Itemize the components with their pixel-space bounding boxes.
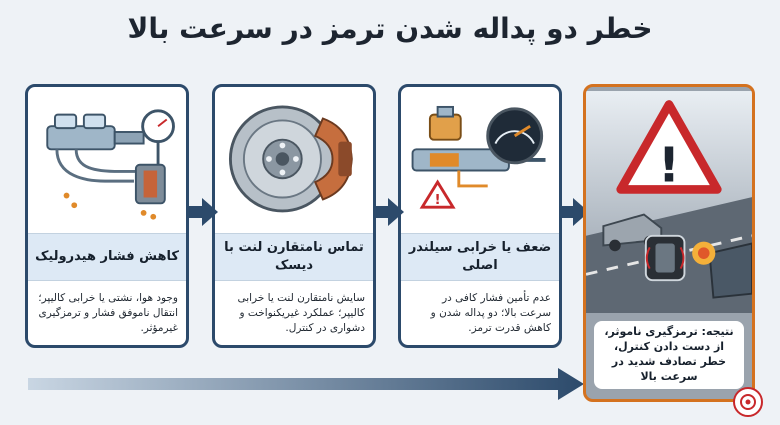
crash-scene-icon: ! (586, 91, 752, 313)
svg-text:!: ! (435, 192, 441, 208)
hydraulic-system-icon (46, 109, 175, 220)
step-heading: کاهش فشار هیدرولیک (28, 233, 186, 281)
result-panel: ! نتیجه: ترمزگیری ناموثر، از دست دادن کن… (583, 84, 755, 402)
step-description: عدم تأمین فشار کافی در سرعت بالا؛ دو پدا… (430, 292, 551, 335)
step-card-hydraulic: کاهش فشار هیدرولیک وجود هوا، نشتی یا خرا… (25, 84, 189, 348)
step-description: سایش نامتقارن لنت یا خرابی کالیپر؛ عملکر… (237, 292, 365, 335)
step-card-master-cylinder: ! ضعف یا خرابی سیلندر اصلی عدم تأمین فشا… (398, 84, 562, 348)
step-card-disc: تماس نامتقارن لنت با دیسک سایش نامتقارن … (212, 84, 376, 348)
brake-disc-icon (228, 105, 353, 213)
result-text: نتیجه: ترمزگیری ناموثر، از دست دادن کنتر… (594, 321, 744, 389)
page-title: خطر دو پداله شدن ترمز در سرعت بالا (127, 12, 653, 45)
arrow-icon (374, 198, 404, 226)
arrow-icon (188, 198, 218, 226)
step-heading: ضعف یا خرابی سیلندر اصلی (401, 233, 559, 281)
brand-logo-icon (733, 387, 763, 417)
arrow-icon (559, 198, 589, 226)
master-cylinder-icon: ! (411, 105, 546, 209)
step-description: وجود هوا، نشتی یا خرابی کالیپر؛ انتقال ن… (38, 292, 178, 335)
warning-icon: ! (658, 138, 680, 194)
progression-arrow-icon (28, 368, 584, 400)
step-heading: تماس نامتقارن لنت با دیسک (215, 233, 373, 281)
